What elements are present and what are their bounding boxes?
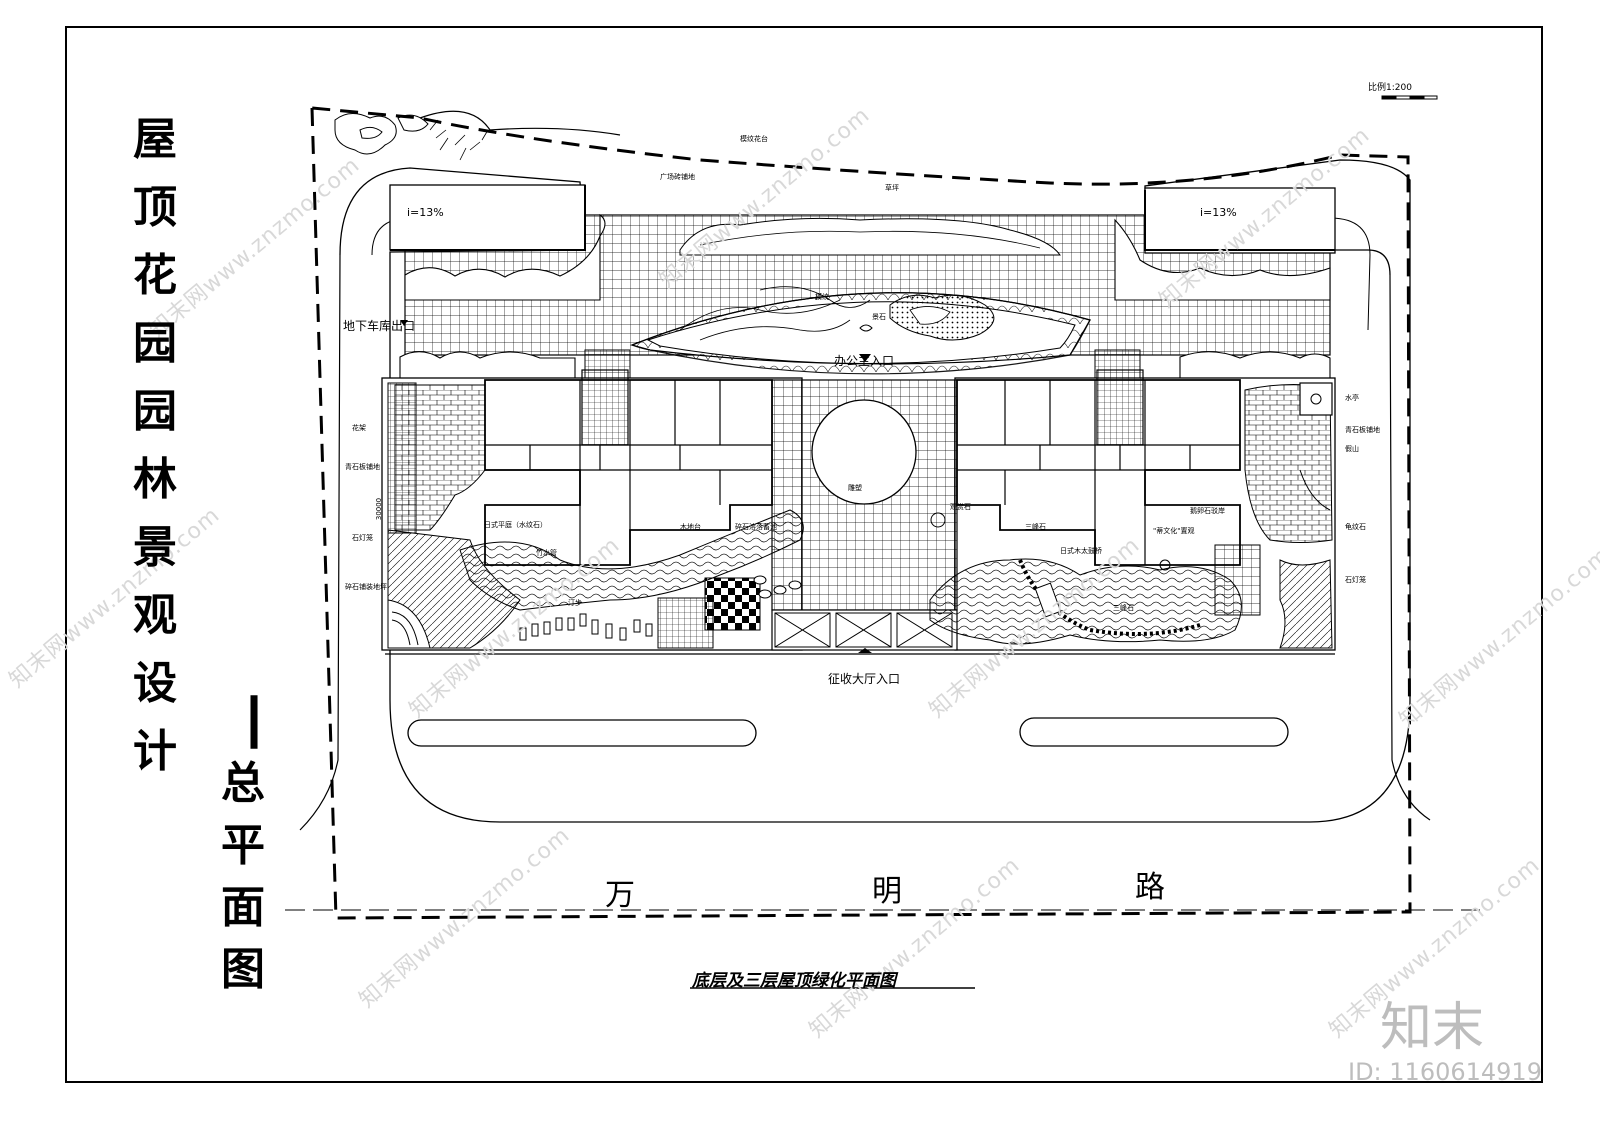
annotation: 日式平庭（水纹石） (484, 521, 547, 529)
title-char: 林 (133, 454, 177, 505)
brand-logo: 知末 (1380, 998, 1485, 1058)
annotation: 鹅卵石驳岸 (1190, 507, 1225, 515)
stone-paving-left (394, 384, 486, 531)
stone-paving-right (1244, 383, 1333, 543)
garage-exit-label: 地下车库出口 (343, 319, 416, 333)
pavilion (1299, 382, 1333, 416)
annotation: 假山 (1345, 445, 1359, 453)
title-char: 平 (221, 820, 265, 871)
title-char: 面 (221, 882, 265, 933)
annotation: 花架 (352, 424, 366, 432)
annotation: 石灯笼 (1345, 576, 1366, 584)
drawing-caption: 底层及三层屋顶绿化平面图 (692, 971, 896, 991)
title-char: 图 (221, 944, 265, 995)
annotation: 碎石铺装地坪 (345, 583, 387, 591)
annotation: 广场砖铺地 (660, 173, 695, 181)
title-char: 观 (133, 590, 177, 641)
wave-bed (679, 217, 1061, 256)
annotation: 日式木太鼓桥 (1060, 547, 1102, 555)
title-char: 设 (133, 658, 177, 709)
annotation: 雕塑 (848, 484, 862, 492)
annotation: 木地台 (680, 523, 701, 531)
annotation: "蒂文化"置观 (1153, 527, 1195, 535)
scale-label: 比例1:200 (1368, 83, 1412, 93)
title-char: 园 (133, 318, 177, 369)
wave-lines (679, 286, 871, 341)
annotation: 汀步 (568, 599, 582, 607)
title-char: 花 (133, 250, 177, 301)
annotation: 石灯笼 (352, 534, 373, 542)
ramp-left (389, 184, 586, 251)
annotation: 青石板铺地 (345, 463, 380, 471)
title-char: 园 (133, 386, 177, 437)
annotation: 水亭 (1345, 394, 1359, 402)
sub-title: — 总 平 面 图 (218, 672, 293, 1010)
site-boundary (310, 106, 1412, 920)
office-entrance-label: 办公主入口 (834, 354, 895, 368)
annotation: 景石 (872, 313, 886, 321)
title-char: 总 (221, 758, 265, 809)
drawing-frame (65, 26, 1543, 1083)
image-id: ID: 1160614919 (1348, 1058, 1542, 1086)
annotation: 三峰石 (1025, 523, 1046, 531)
annotation: 30000 (375, 497, 384, 521)
title-char: 屋 (133, 114, 177, 165)
stream (459, 509, 804, 611)
road-char: 路 (1135, 870, 1165, 905)
median-left (407, 719, 757, 747)
main-title: 屋 顶 花 园 园 林 景 观 设 计 (130, 118, 180, 798)
median-right (1019, 717, 1289, 747)
title-char: 景 (133, 522, 177, 573)
annotation: 竹水管 (536, 549, 557, 557)
plant-sketch (429, 119, 489, 161)
annotation: 青石板铺地 (1345, 426, 1380, 434)
annotation: 观赏石 (950, 503, 971, 511)
annotation: 龟纹石 (1345, 523, 1366, 531)
slope-left: i=13% (407, 206, 444, 219)
road-char: 万 (605, 878, 635, 913)
driveway (339, 159, 1411, 823)
scale-bar (1381, 95, 1438, 100)
slope-right: i=13% (1200, 206, 1237, 219)
annotation: 三峰石 (1113, 604, 1134, 612)
title-dash: — (223, 692, 293, 752)
courtyard-circle (811, 399, 917, 505)
title-char: 顶 (133, 182, 177, 233)
title-char: 计 (133, 726, 177, 777)
rock-group (334, 113, 429, 155)
annotation: 模纹 (815, 293, 829, 301)
hall-entrance-label: 征收大厅入口 (828, 672, 901, 686)
annotation: 草坪 (885, 184, 899, 192)
annotation: 模纹花台 (740, 135, 768, 143)
annotation: 碎石溶落蓄池 (735, 523, 777, 531)
road-char: 明 (872, 874, 902, 909)
